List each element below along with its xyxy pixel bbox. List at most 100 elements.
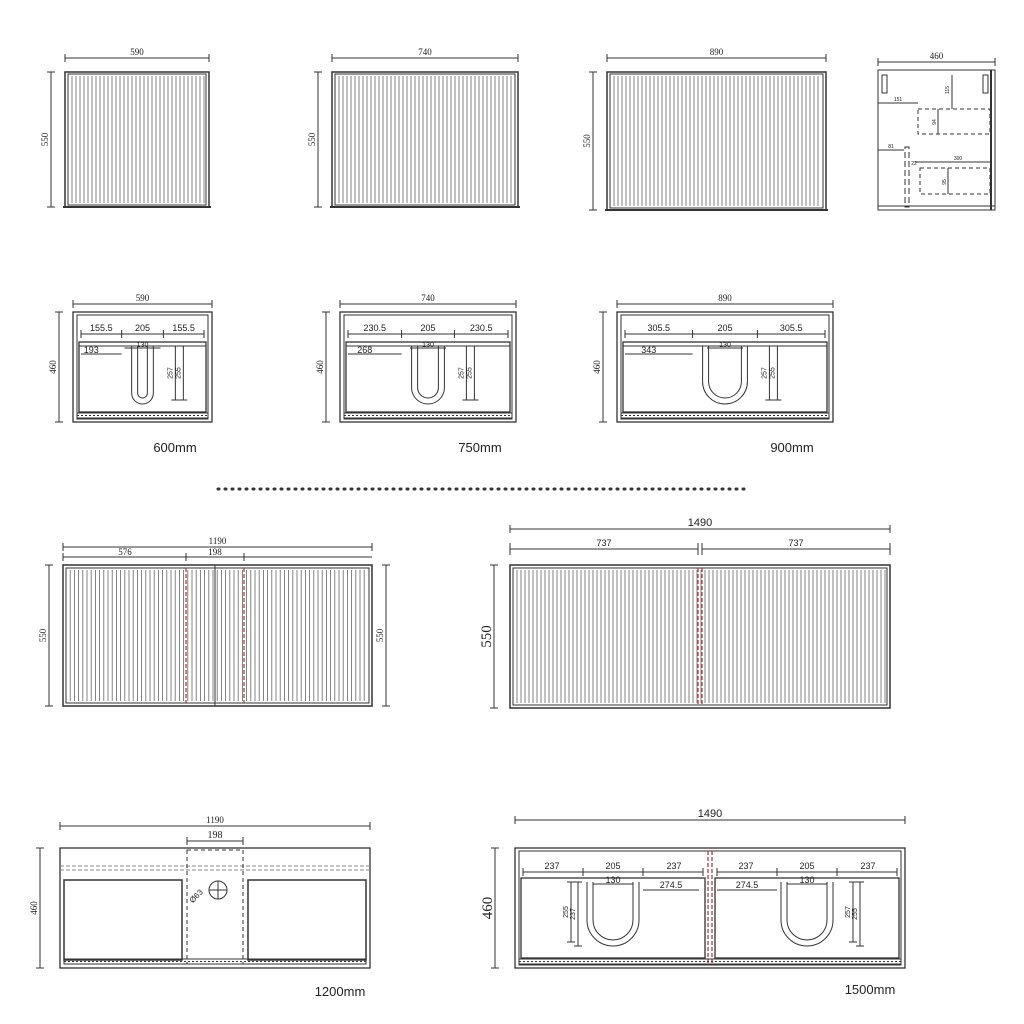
dimension-label: 130	[137, 342, 149, 349]
dimension-label: 737	[788, 538, 803, 548]
rail	[982, 74, 989, 94]
drawer-left	[63, 879, 183, 961]
dimension-label: 590	[136, 293, 150, 303]
dimension-label: 274.5	[660, 880, 683, 890]
dimension-label: 205	[717, 323, 732, 333]
drawer-outline	[622, 341, 828, 413]
dimension-label: 155.5	[90, 323, 113, 333]
drawer-dashed	[919, 167, 991, 195]
gap-dashed	[186, 849, 244, 965]
dimension-label: 550	[582, 134, 592, 148]
dimension-label: 1490	[698, 808, 722, 820]
dimension-label: 237	[544, 861, 559, 871]
drawer-outline	[714, 877, 900, 959]
dimension-label: 237	[738, 861, 753, 871]
dimension-label: 590	[130, 47, 144, 57]
drawer-side-dashed	[904, 146, 910, 208]
dimension-label: 81	[888, 144, 894, 150]
dimension-label: 205	[799, 861, 814, 871]
dimension-label: 1490	[688, 517, 712, 529]
dimension-label: 22	[911, 161, 917, 167]
dimension-label: 300	[954, 156, 963, 162]
dimension-label: 237	[860, 861, 875, 871]
dimension-label: 550	[375, 628, 385, 642]
size-label: 600mm	[153, 440, 196, 455]
dimension-label: 550	[307, 132, 317, 146]
basin-cutout	[131, 346, 154, 405]
cabinet-outline	[64, 71, 210, 208]
door-panel	[512, 567, 888, 706]
dimension-label: 257	[845, 906, 852, 918]
dimension-label: 257	[167, 367, 174, 379]
rail	[881, 74, 888, 94]
dimension-label: 255	[466, 367, 473, 379]
inner-outline	[518, 850, 902, 966]
dimension-label: 198	[208, 547, 222, 557]
door-panel	[67, 73, 207, 206]
dimension-label: 130	[605, 875, 620, 885]
dimension-label: 343	[641, 345, 656, 355]
dimension-label: 193	[84, 345, 99, 355]
dimension-label: 305.5	[648, 323, 671, 333]
size-label: 1500mm	[845, 982, 896, 997]
basin-cutout-inner	[137, 346, 148, 399]
cabinet-outline	[877, 69, 996, 211]
dimension-label: 151	[894, 97, 903, 103]
dimension-label: 460	[48, 360, 58, 374]
door-panel	[65, 567, 370, 704]
dimension-label: 130	[719, 342, 731, 349]
dimension-label: 576	[118, 547, 132, 557]
dimension-label: 550	[40, 132, 50, 146]
drawer-outline	[520, 877, 706, 959]
cabinet-outline	[331, 71, 519, 208]
dimension-label: 130	[422, 342, 434, 349]
dimension-label: 255	[563, 906, 570, 918]
dimension-label: 1190	[206, 815, 224, 825]
dimension-label: 740	[421, 293, 435, 303]
cabinet-outline	[616, 311, 834, 423]
inner-outline	[620, 314, 830, 420]
dimension-label: 1190	[209, 536, 227, 546]
dimension-label: 890	[718, 293, 732, 303]
size-label: 900mm	[770, 440, 813, 455]
cabinet-outline	[339, 311, 517, 423]
basin-cutout	[702, 346, 748, 405]
inner-outline	[343, 314, 513, 420]
dimension-label: 257	[458, 367, 465, 379]
dimension-label: 274.5	[736, 880, 759, 890]
dimension-label: 460	[315, 360, 325, 374]
cabinet-outline	[509, 564, 891, 709]
drawer-dashed	[917, 108, 991, 135]
dimension-label: 737	[596, 538, 611, 548]
dimension-label: 230.5	[364, 323, 387, 333]
dimension-label: 890	[710, 47, 724, 57]
cabinet-outline	[62, 564, 373, 707]
dimension-label: 460	[930, 51, 944, 61]
drawer-right	[247, 879, 367, 961]
basin-cutout	[411, 346, 445, 405]
cabinet-outline	[606, 71, 827, 211]
cabinet-outline	[59, 847, 371, 969]
dimension-label: 95	[942, 179, 948, 185]
door-panel	[609, 73, 824, 209]
dimension-label: 155.5	[172, 323, 195, 333]
cabinet-outline	[514, 847, 906, 969]
cabinet-outline	[72, 311, 213, 423]
size-label: 750mm	[458, 440, 501, 455]
size-label: 1200mm	[315, 984, 366, 999]
dimension-label: 205	[135, 323, 150, 333]
basin-cutout-inner	[417, 346, 439, 399]
dimension-label: 460	[480, 897, 496, 920]
dimension-label: 740	[418, 47, 432, 57]
basin-cutout-inner	[708, 346, 742, 399]
dimension-label: 460	[29, 901, 39, 915]
inner-outline	[76, 314, 209, 420]
